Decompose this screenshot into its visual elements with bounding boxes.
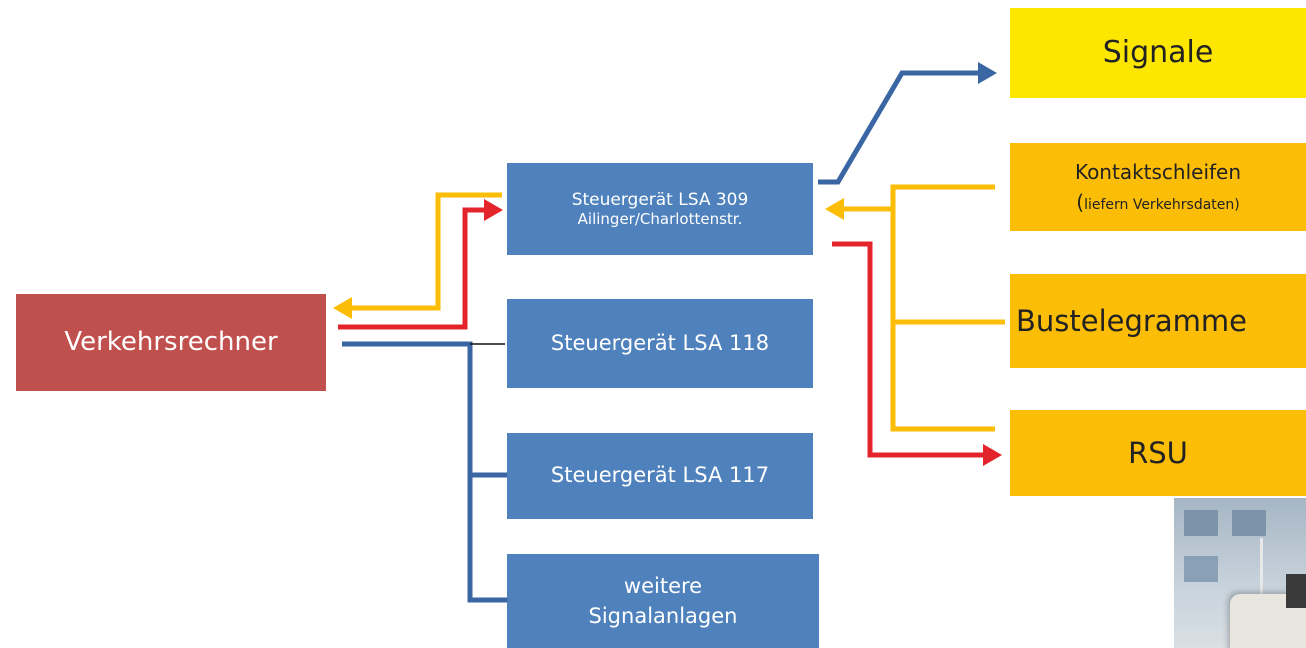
lsa309-box: Steuergerät LSA 309 Ailinger/Charlottens… xyxy=(507,163,813,255)
orange-line-kontaktschleifen xyxy=(890,184,995,432)
kontaktschleifen-paren-open: ( xyxy=(1076,190,1085,214)
verkehrsrechner-label: Verkehrsrechner xyxy=(64,326,278,357)
bustelegramme-label: Bustelegramme xyxy=(1016,303,1247,338)
kontaktschleifen-box: Kontaktschleifen (liefern Verkehrsdaten) xyxy=(1010,143,1306,231)
verkehrsrechner-box: Verkehrsrechner xyxy=(16,294,326,391)
red-line-rechner-to-lsa309 xyxy=(338,207,486,330)
weitere-signalanlagen-box: weitere Signalanlagen xyxy=(507,554,819,648)
photo-window-2 xyxy=(1232,510,1266,536)
orange-arrow-rechner xyxy=(333,297,352,319)
blue-arrow-signale xyxy=(978,62,997,84)
lsa117-box: Steuergerät LSA 117 xyxy=(507,433,813,519)
photo-antenna xyxy=(1260,538,1263,608)
rsu-box: RSU xyxy=(1010,410,1306,496)
lsa118-label: Steuergerät LSA 118 xyxy=(550,330,770,355)
photo-window-1 xyxy=(1184,510,1218,536)
lsa309-label-line2: Ailinger/Charlottenstr. xyxy=(577,210,743,229)
roadside-unit-photo xyxy=(1174,498,1306,648)
kontaktschleifen-subtext: liefern Verkehrsdaten) xyxy=(1084,197,1240,213)
red-arrow-lsa309 xyxy=(484,199,503,221)
rsu-label: RSU xyxy=(1128,435,1188,470)
orange-line-lsa309-to-rechner xyxy=(350,192,502,311)
kontaktschleifen-label-line2: (liefern Verkehrsdaten) xyxy=(1076,190,1240,214)
lsa118-box: Steuergerät LSA 118 xyxy=(507,299,813,388)
lsa117-label: Steuergerät LSA 117 xyxy=(550,463,770,488)
photo-device-dark xyxy=(1286,574,1306,608)
weitere-label-line2: Signalanlagen xyxy=(588,604,738,628)
red-line-lsa309-to-rsu xyxy=(832,241,984,458)
signale-box: Signale xyxy=(1010,8,1306,98)
photo-window-3 xyxy=(1184,556,1218,582)
red-arrow-rsu xyxy=(983,444,1002,466)
blue-line-lsa309-to-signale xyxy=(818,70,985,185)
weitere-label-line1: weitere xyxy=(623,573,703,598)
signale-label: Signale xyxy=(1102,35,1214,70)
kontaktschleifen-label-line1: Kontaktschleifen xyxy=(1074,160,1242,184)
lsa309-label-line1: Steuergerät LSA 309 xyxy=(571,189,749,210)
bustelegramme-box: Bustelegramme xyxy=(1010,274,1306,368)
blue-line-rechner-bus xyxy=(342,341,512,603)
orange-arrow-lsa309 xyxy=(825,198,844,220)
